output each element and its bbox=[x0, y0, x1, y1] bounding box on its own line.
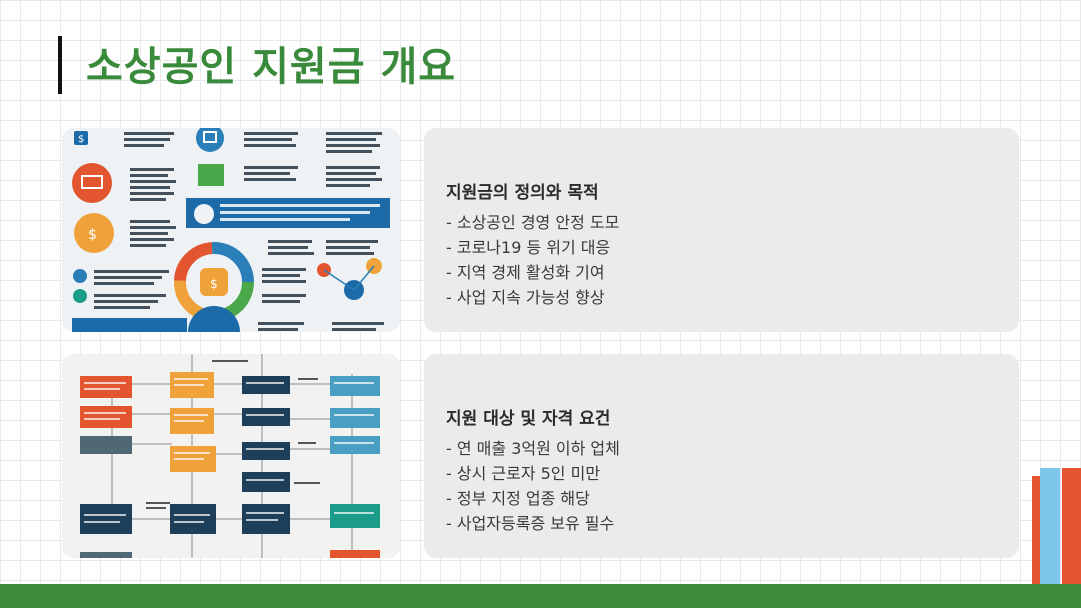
svg-text:$: $ bbox=[78, 134, 84, 145]
list-item: 사업 지속 가능성 향상 bbox=[446, 285, 619, 310]
svg-text:$: $ bbox=[88, 227, 97, 243]
definition-purpose-card: 지원금의 정의와 목적 소상공인 경영 안정 도모 코로나19 등 위기 대응 … bbox=[424, 128, 1019, 332]
page-title: 소상공인 지원금 개요 bbox=[86, 44, 457, 90]
list-item: 지역 경제 활성화 기여 bbox=[446, 260, 619, 285]
bullet-list: 연 매출 3억원 이하 업체 상시 근로자 5인 미만 정부 지정 업종 해당 … bbox=[446, 436, 620, 536]
list-item: 상시 근로자 5인 미만 bbox=[446, 461, 620, 486]
decorative-bars bbox=[1032, 468, 1081, 584]
list-item: 사업자등록증 보유 필수 bbox=[446, 511, 620, 536]
card-heading: 지원 대상 및 자격 요건 bbox=[446, 409, 611, 429]
eligibility-card: 지원 대상 및 자격 요건 연 매출 3억원 이하 업체 상시 근로자 5인 미… bbox=[424, 354, 1019, 558]
financial-infographic-image: $ $ bbox=[62, 128, 400, 332]
title-accent-bar bbox=[58, 36, 62, 94]
bullet-list: 소상공인 경영 안정 도모 코로나19 등 위기 대응 지역 경제 활성화 기여… bbox=[446, 210, 619, 310]
list-item: 정부 지정 업종 해당 bbox=[446, 486, 620, 511]
svg-text:$: $ bbox=[210, 277, 218, 291]
list-item: 코로나19 등 위기 대응 bbox=[446, 235, 619, 260]
list-item: 소상공인 경영 안정 도모 bbox=[446, 210, 619, 235]
flowchart-image bbox=[62, 354, 400, 558]
card-heading: 지원금의 정의와 목적 bbox=[446, 183, 599, 203]
list-item: 연 매출 3억원 이하 업체 bbox=[446, 436, 620, 461]
bottom-bar bbox=[0, 584, 1081, 608]
